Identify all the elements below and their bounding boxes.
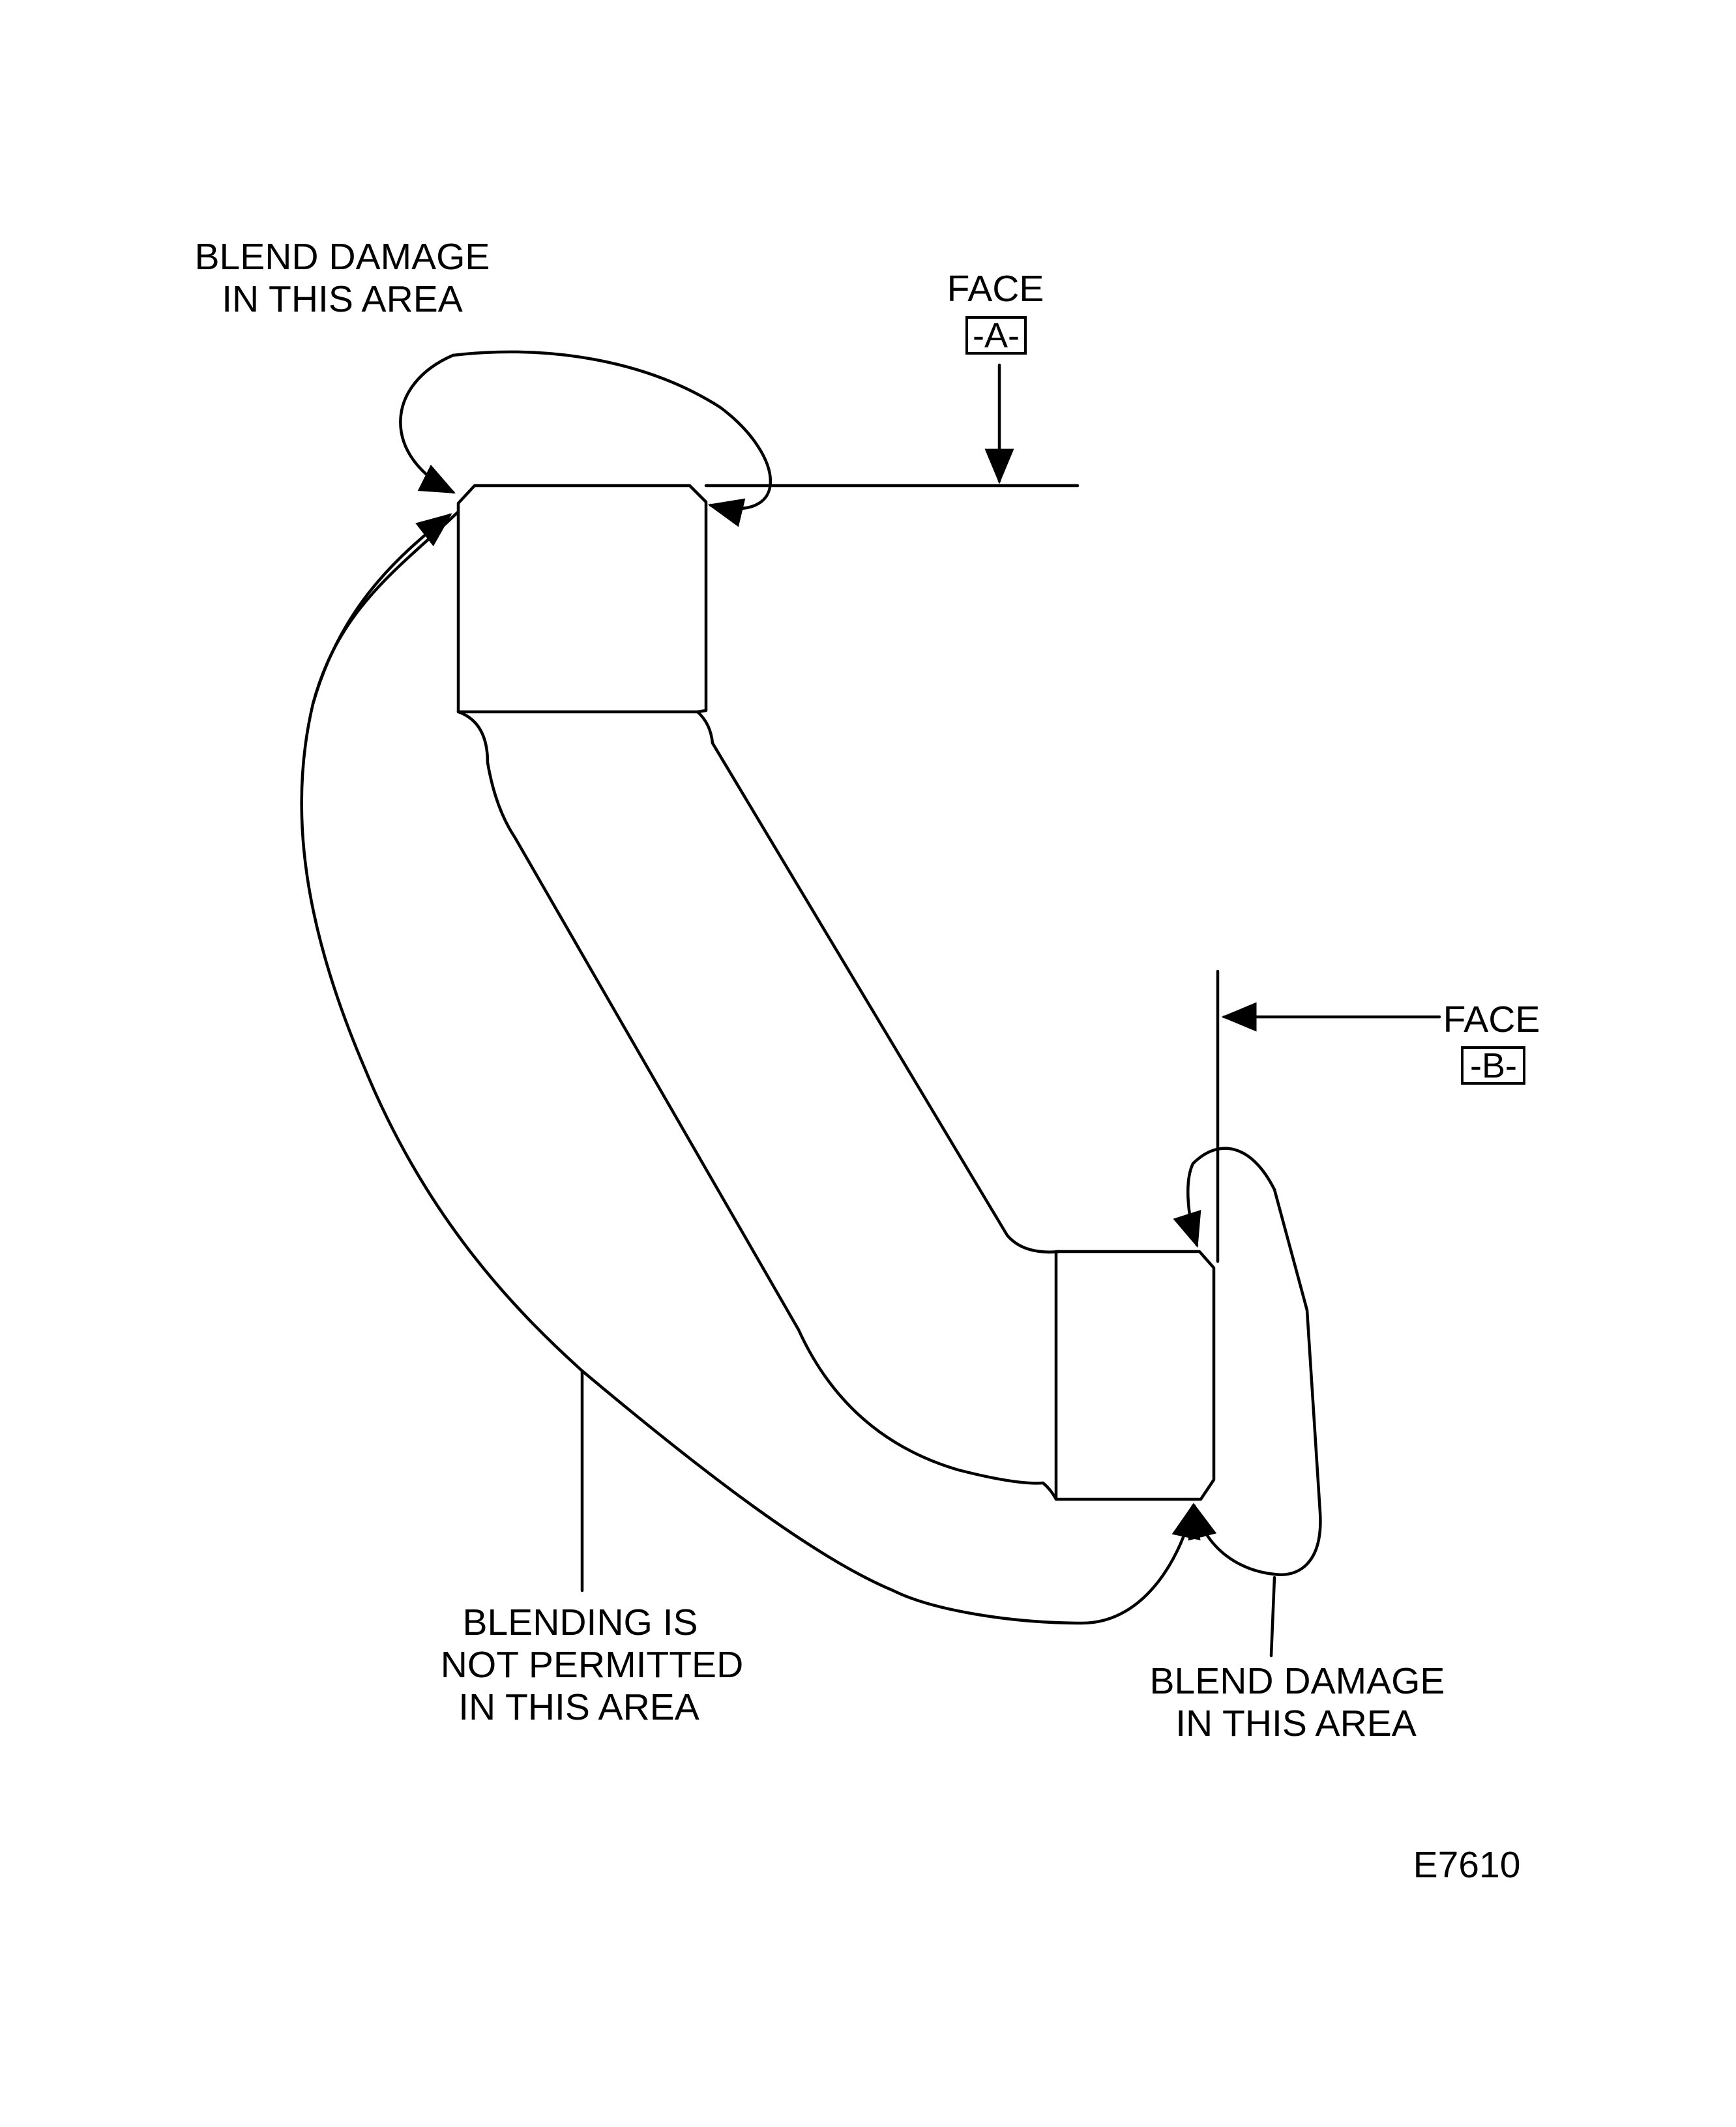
web-left-edge	[456, 710, 1058, 1501]
blend-top-label-1: BLEND DAMAGE	[195, 236, 490, 278]
not-permitted-label-2: NOT PERMITTED	[441, 1644, 743, 1686]
lower-block	[1054, 1250, 1216, 1501]
not-permitted-arrow	[311, 513, 452, 706]
blend-top-label-2: IN THIS AREA	[222, 278, 463, 320]
face-b-word: FACE	[1443, 999, 1540, 1040]
blend-bottom-loop-top	[1188, 1188, 1322, 1576]
face-a-tag-box	[965, 316, 1027, 355]
upper-block	[456, 484, 708, 714]
blend-bottom-label-1: BLEND DAMAGE	[1150, 1660, 1445, 1702]
face-a-indicator	[704, 363, 1080, 488]
figure-id: E7610	[1413, 1844, 1521, 1886]
not-permitted-label-1: BLENDING IS	[462, 1602, 698, 1643]
blend-bottom-leader	[1269, 1576, 1276, 1658]
blend-top-loop	[399, 353, 456, 494]
blend-bottom-label-2: IN THIS AREA	[1175, 1703, 1417, 1744]
face-b-tag-box	[1461, 1046, 1525, 1085]
face-a-tag: -A-	[973, 316, 1020, 355]
face-b-tag: -B-	[1470, 1046, 1517, 1085]
blend-top-loop-upper	[451, 350, 772, 527]
part-outline	[456, 484, 1216, 1501]
face-b-indicator	[1216, 969, 1441, 1263]
not-permitted-label-3: IN THIS AREA	[458, 1686, 699, 1728]
blend-bottom-loop-upper	[1173, 1147, 1276, 1248]
web-right-edge	[696, 710, 1061, 1254]
face-a-word: FACE	[947, 268, 1044, 310]
not-permitted-loop	[300, 510, 1201, 1625]
